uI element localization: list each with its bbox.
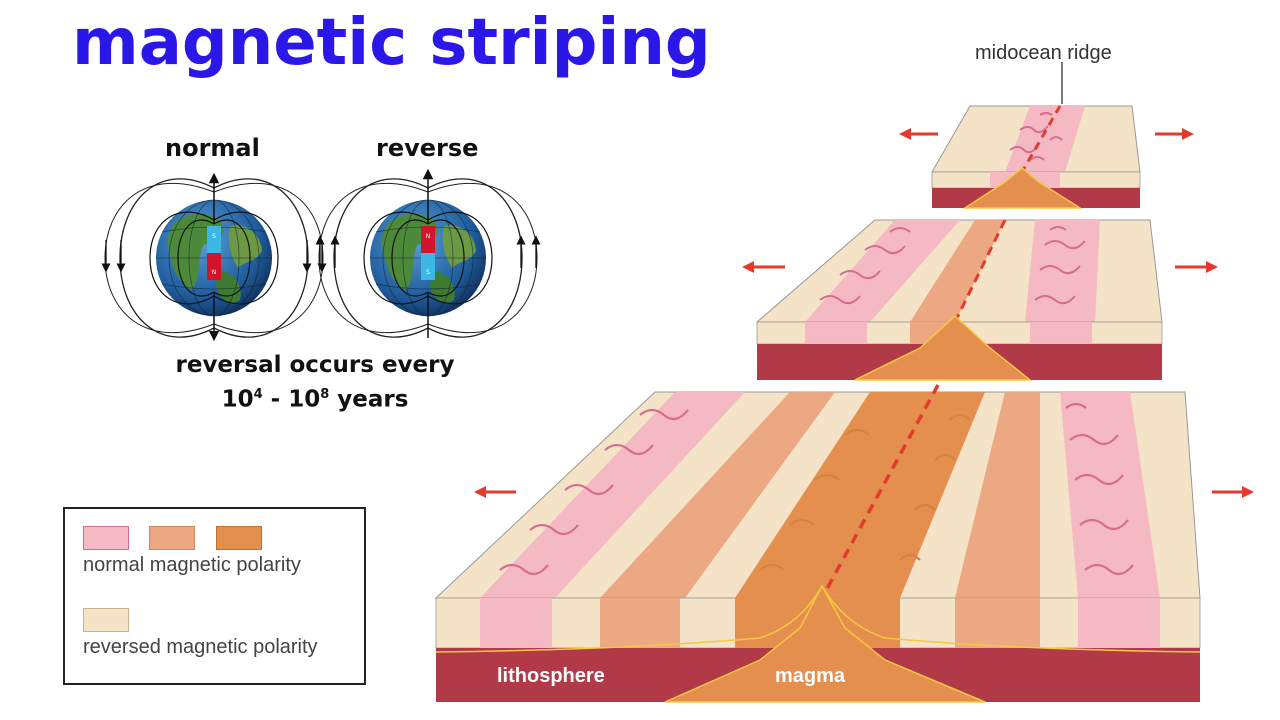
reversal-exp1: 4 xyxy=(254,387,263,402)
normal-magnet-bottom-label: N xyxy=(212,269,217,276)
reversal-base2: 10 xyxy=(288,387,320,413)
legend-box: normal magnetic polarity reversed magnet… xyxy=(63,507,366,685)
normal-magnet-top-label: S xyxy=(212,233,216,240)
reversal-tail: years xyxy=(329,387,408,413)
legend-swatch-reversed xyxy=(83,608,129,632)
legend-swatch-normal-2 xyxy=(149,526,195,550)
ridge-block-mature xyxy=(436,385,1248,702)
reversal-base1: 10 xyxy=(222,387,254,413)
reversal-line1: reversal occurs every xyxy=(140,350,490,380)
reversal-line2: 104 - 108 years xyxy=(140,380,490,415)
legend-normal-label: normal magnetic polarity xyxy=(83,554,301,577)
reversal-note: reversal occurs every 104 - 108 years xyxy=(140,350,490,415)
magma-label: magma xyxy=(775,665,845,688)
reverse-globe: N S xyxy=(319,174,537,338)
legend-swatch-normal-3 xyxy=(216,526,262,550)
reverse-magnet-top-label: N xyxy=(426,233,431,240)
legend-swatch-normal-1 xyxy=(83,526,129,550)
normal-globe: S N xyxy=(105,178,323,337)
ridge-block-young xyxy=(905,62,1188,208)
ridge-block-middle xyxy=(748,220,1212,380)
reversal-exp2: 8 xyxy=(320,387,329,402)
reversal-sep: - xyxy=(263,387,289,413)
lithosphere-label: lithosphere xyxy=(497,665,605,688)
midocean-ridge-label: midocean ridge xyxy=(975,42,1112,65)
legend-reversed-label: reversed magnetic polarity xyxy=(83,636,318,659)
reverse-magnet-bottom-label: S xyxy=(426,269,430,276)
